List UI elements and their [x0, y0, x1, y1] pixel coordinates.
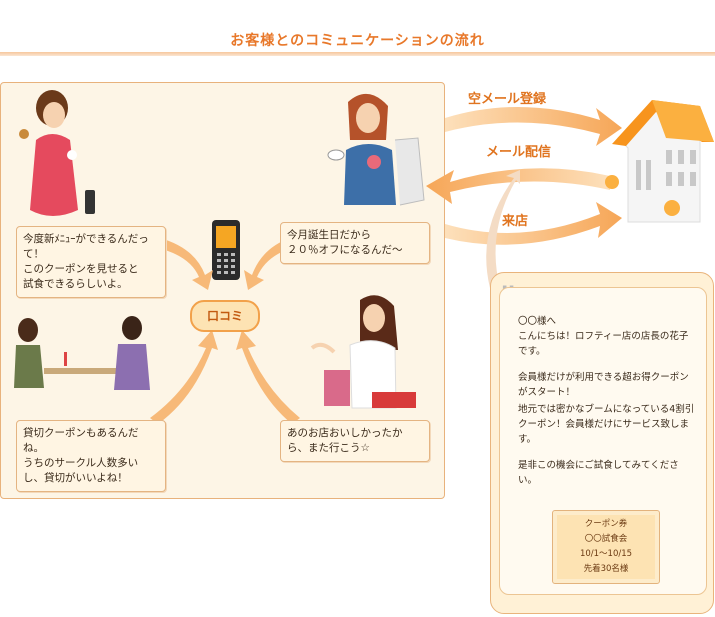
arrow-delivery-to-phone [486, 170, 520, 288]
title-underline [0, 52, 715, 56]
comment-text: うちのサークル人数多いし、貸切がいいよね！ [23, 457, 139, 484]
coupon-limit: 先着30名様 [583, 564, 629, 574]
mobile-message-card: ▌▌ ▮ 〇〇様へ こんにちは！ロフティー店の店長の花子です。 会員様だけが利用… [490, 272, 714, 614]
comment-text: あのお店おいしかったから、また行こう☆ [287, 427, 403, 454]
arrow-visit [445, 202, 622, 245]
flow-label-delivery: メール配信 [486, 145, 552, 160]
comment-bubble-bottom-right: あのお店おいしかったから、また行こう☆ [280, 420, 430, 462]
coupon-title: クーポン券 [584, 519, 628, 529]
comment-text: ２０％オフになるんだ～ [287, 244, 403, 256]
coupon-ticket: クーポン券 〇〇試食会 10/1～10/15 先着30名様 [552, 510, 660, 584]
coupon-dates: 10/1～10/15 [579, 549, 633, 559]
arrow-delivery [426, 168, 610, 204]
message-intro: こんにちは！ロフティー店の店長の花子です。 [518, 331, 689, 357]
arrow-bottomright-to-center [236, 330, 300, 424]
message-offer: 会員様だけが利用できる超お得クーポンがスタート！ [518, 372, 689, 398]
comment-text: 試食できるらしいよ。 [23, 278, 128, 290]
comment-bubble-top-right: 今月誕生日だから ２０％オフになるんだ～ [280, 222, 430, 264]
women-chatting-illustration [14, 316, 150, 390]
comment-text: 今月誕生日だから [287, 229, 371, 241]
message-screen: 〇〇様へ こんにちは！ロフティー店の店長の花子です。 会員様だけが利用できる超お… [499, 287, 707, 595]
page-title: お客様とのコミュニケーションの流れ [230, 33, 485, 49]
message-greeting: 〇〇様へ [518, 316, 557, 327]
comment-bubble-top-left: 今度新ﾒﾆｭｰができるんだって！ このクーポンを見せると 試食できるらしいよ。 [16, 226, 166, 298]
comment-bubble-bottom-left: 貸切クーポンもあるんだね。 うちのサークル人数多いし、貸切がいいよね！ [16, 420, 166, 492]
woman-shopping-illustration [310, 295, 416, 409]
arrow-bottomleft-to-center [150, 330, 218, 424]
arrow-signup [445, 106, 622, 146]
message-detail: 地元では密かなブームになっている4割引クーポン！会員様だけにサービス致します。 [518, 404, 695, 445]
mobile-phone-illustration [212, 220, 240, 280]
word-of-mouth-label: 口コミ [190, 300, 260, 332]
message-closing: 是非この機会にご試食してみてください。 [518, 460, 679, 486]
coupon-event-name: 〇〇試食会 [584, 534, 628, 544]
flow-label-signup: 空メール登録 [468, 92, 547, 107]
arrow-topleft-to-center [158, 238, 213, 290]
woman-eating-illustration [19, 90, 95, 216]
comment-text: 今度新ﾒﾆｭｰができるんだって！ [23, 233, 149, 260]
comment-text: 貸切クーポンもあるんだね。 [23, 427, 139, 454]
store-building-illustration [605, 100, 714, 223]
flow-label-visit: 来店 [502, 214, 529, 229]
woman-tea-illustration [327, 93, 425, 206]
comment-text: このクーポンを見せると [23, 263, 139, 275]
